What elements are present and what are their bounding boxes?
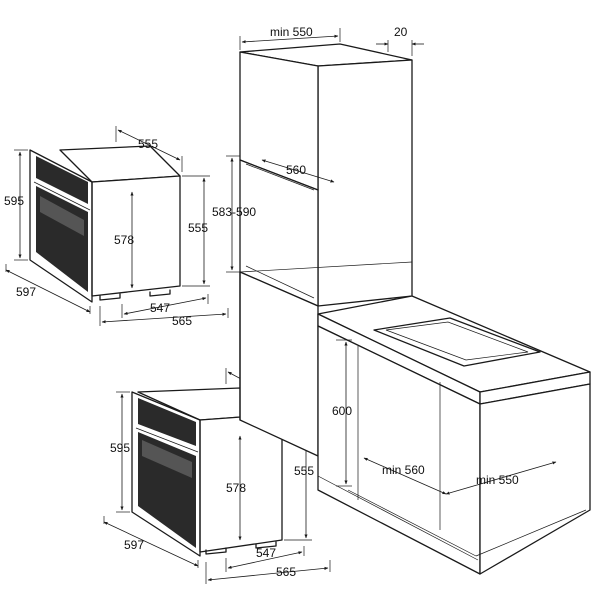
dim-line-depth — [117, 129, 181, 161]
label-niche-height: 583-590 — [212, 205, 256, 219]
base-cabinet — [317, 295, 591, 575]
label-niche-depth: 560 — [286, 163, 306, 177]
label-base-a: 547 — [150, 301, 170, 315]
tall-cabinet-side — [317, 59, 413, 307]
dim-line-base-a — [123, 297, 207, 315]
oven-top-body-side — [91, 175, 181, 297]
label-height: 595 — [4, 194, 24, 208]
dim-line-width-bottom — [103, 521, 199, 567]
oven-top — [29, 145, 181, 303]
oven-bottom-front-frame — [131, 391, 201, 557]
label-panel: 20 — [394, 25, 408, 39]
label-base-b: 565 — [172, 314, 192, 328]
label-width-bottom: 597 — [124, 538, 144, 552]
tall-cabinet — [239, 43, 413, 457]
label-height-bottom: 595 — [110, 441, 130, 455]
niche-floor-line — [239, 261, 413, 273]
oven-bottom-handle — [135, 427, 199, 453]
oven-bottom-door-reflection — [142, 440, 192, 478]
dim-line-width — [5, 269, 91, 313]
oven-bottom-control-panel — [138, 398, 196, 446]
hob-cutout — [373, 317, 541, 367]
label-side: 555 — [188, 221, 208, 235]
base-cabinet-dimensions: 600 min 560 min 550 — [332, 339, 557, 495]
label-inner-bottom: 578 — [226, 481, 246, 495]
dim-line-min-560 — [363, 457, 447, 495]
oven-top-control-panel — [36, 156, 88, 204]
base-cabinet-floor — [347, 489, 477, 557]
dim-line-niche-depth — [261, 159, 335, 183]
oven-top-handle — [33, 181, 91, 211]
label-side-bottom: 555 — [294, 464, 314, 478]
label-min-550-top: min 550 — [270, 25, 313, 39]
oven-top-feet — [99, 289, 171, 301]
oven-top-dimensions: 555 595 597 578 555 547 565 — [4, 126, 229, 328]
oven-bottom-feet — [205, 541, 277, 555]
dim-line-min-550-bottom — [445, 461, 557, 495]
label-min-560: min 560 — [382, 463, 425, 477]
label-depth: 555 — [138, 137, 158, 151]
label-width: 597 — [16, 285, 36, 299]
label-inner: 578 — [114, 233, 134, 247]
oven-top-door-reflection — [40, 196, 84, 236]
label-min-550-bottom: min 550 — [476, 473, 519, 487]
label-base-b-bottom: 565 — [276, 565, 296, 579]
base-cabinet-plinth — [317, 475, 479, 561]
base-cabinet-floor-back — [475, 509, 587, 557]
dim-line-min-550-top — [241, 34, 339, 44]
dim-line-base-b — [101, 312, 227, 324]
dim-line-base-b-bottom — [207, 566, 329, 582]
tall-cabinet-dimensions: min 550 20 560 583-590 — [212, 25, 424, 273]
oven-top-front-frame — [29, 149, 93, 303]
dim-line-base-a-bottom — [227, 551, 303, 569]
hob-inner — [385, 321, 529, 361]
label-base-a-bottom: 547 — [256, 546, 276, 560]
label-600: 600 — [332, 404, 352, 418]
